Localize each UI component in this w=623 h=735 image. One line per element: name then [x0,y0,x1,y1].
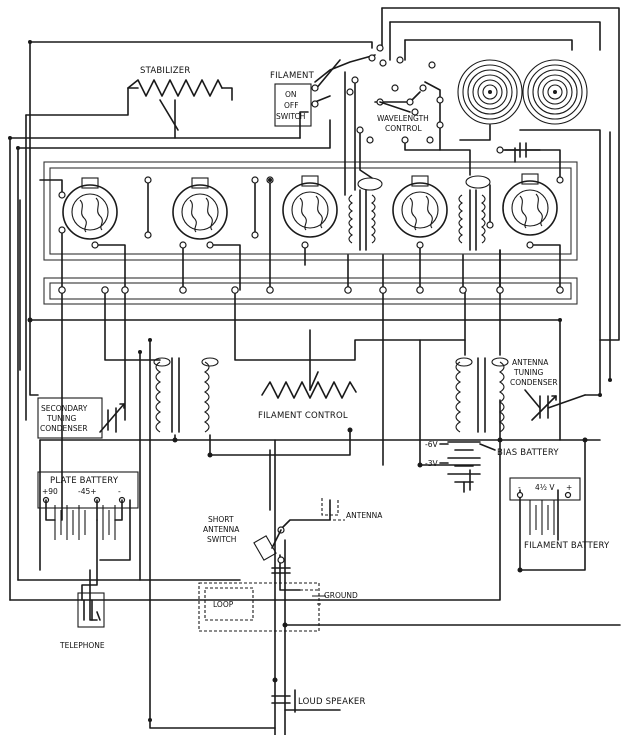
loud-speaker-jack[interactable] [271,689,296,713]
plate-battery-box [37,471,139,509]
short-label-1: SHORT [208,515,234,524]
tube-4 [392,175,448,238]
antenna-series-condenser [271,567,291,574]
fil-plus-label: + [566,483,572,492]
antenna-tuning-label-1: ANTENNA [512,358,549,367]
secondary-label-2: TUNING [46,414,77,423]
on-label: ON [285,90,297,99]
bias-3v-label: -3V [425,459,438,468]
loop-label: LOOP [213,600,234,609]
tube-panel [43,161,578,261]
plate-battery-cells [42,496,126,540]
tube-3 [282,175,338,238]
plate-battery-label: PLATE BATTERY [50,476,119,486]
short-antenna-switch[interactable] [253,526,285,564]
switch-terminal [311,100,319,108]
antenna-symbol [321,498,345,521]
switch-terminal [311,84,319,92]
bias-6v-label: -6V [425,440,438,449]
filament-label: FILAMENT [270,71,315,81]
off-label: OFF [284,101,299,110]
wavelength-label-1: WAVELENGTH [377,114,429,123]
stabilizer-resistor [127,79,223,97]
filament-battery-label: FILAMENT BATTERY [524,541,610,551]
spiral-coil-left [457,59,523,125]
wire-junctions [8,40,612,722]
audio-transformer-1 [153,357,219,433]
telephone-label: TELEPHONE [59,641,105,650]
fil-v-label: 4½ V [535,483,555,492]
loud-speaker-label: LOUD SPEAKER [298,697,366,707]
short-label-3: SWITCH [207,535,236,544]
tube-5 [502,173,558,236]
stabilizer-label: STABILIZER [140,66,190,76]
filament-battery-cells [516,491,572,535]
switch-label: SWITCH [276,112,305,121]
plate-45-label: -45+ [78,487,97,496]
antenna-tuning-label-3: CONDENSER [510,378,558,387]
spiral-coil-right [522,59,588,125]
filament-control-wiper[interactable] [309,371,319,391]
plate-90-label: +90 [42,487,58,496]
bias-battery-symbol [439,441,496,493]
filament-switch-blade[interactable] [314,59,341,91]
grid-condenser [504,142,541,158]
switch-box [274,83,312,127]
loop-box-outer [198,582,320,632]
filament-control-label: FILAMENT CONTROL [258,411,348,421]
secondary-condenser-symbol[interactable] [99,403,125,433]
antenna-tuning-label-2: TUNING [513,368,544,377]
panel-coil-1 [348,177,383,251]
antenna-label: ANTENNA [346,511,383,520]
bias-battery-label: BIAS BATTERY [497,448,559,458]
terminal-strip [43,277,578,305]
outer-wiring [9,7,621,735]
audio-transformer-2 [455,357,509,433]
wavelength-label-2: CONTROL [385,124,422,133]
plate-minus-label: - [118,487,121,496]
secondary-label-1: SECONDARY [41,404,88,413]
secondary-label-3: CONDENSER [40,424,88,433]
fil-minus-label: - [518,483,521,492]
stabilizer-wiper [159,99,179,131]
telephone-jack[interactable] [77,592,105,628]
strip-terminals [58,286,564,294]
ground-label: GROUND [324,591,358,600]
tube-1 [62,177,118,240]
wavelength-switch-contacts[interactable] [346,44,444,144]
filament-control-resistor [261,381,357,399]
panel-terminals [58,146,564,249]
secondary-condenser-box [37,397,103,439]
tube-panel-inner [49,167,572,255]
terminal-strip-inner [49,282,572,300]
panel-coil-2 [458,175,491,251]
filament-battery-box [509,477,581,501]
short-label-2: ANTENNA [203,525,240,534]
ground-symbol [300,589,326,605]
antenna-condenser-symbol[interactable] [524,389,586,421]
tube-2 [172,177,228,240]
